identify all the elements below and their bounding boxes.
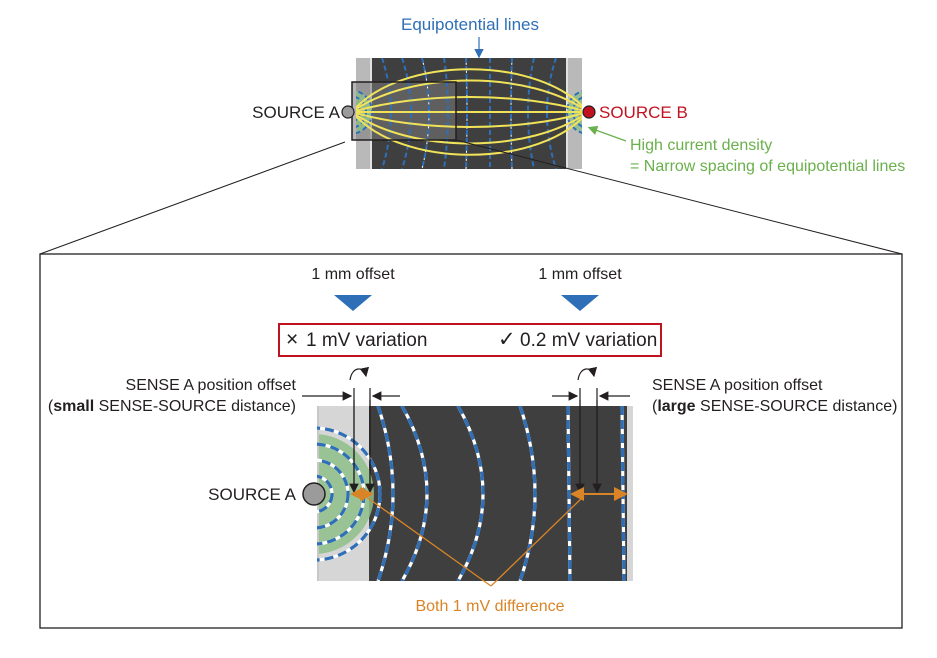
offset-dimension-left (302, 366, 400, 494)
density-pointer (587, 125, 627, 142)
source-b-label: SOURCE B (599, 103, 688, 122)
variation-box: × 1 mV variation ✓ 0.2 mV variation (278, 323, 662, 357)
sense-right-line1: SENSE A position offset (652, 377, 823, 394)
sense-left-line2: (small SENSE-SOURCE distance) (47, 398, 296, 415)
source-a-terminal-detail (302, 482, 326, 506)
equipotential-lines-label: Equipotential lines (401, 15, 539, 34)
difference-markers (350, 487, 628, 587)
check-icon: ✓ (498, 328, 516, 351)
source-a-terminal-top (341, 105, 355, 119)
cross-icon: × (286, 328, 299, 351)
offset-label-left: 1 mm offset (311, 266, 395, 283)
source-a-label-top: SOURCE A (252, 103, 340, 122)
density-label-line1: High current density (630, 137, 773, 154)
variation-bad-text: 1 mV variation (306, 330, 428, 351)
variation-good-text: 0.2 mV variation (520, 330, 658, 351)
sense-left-line1: SENSE A position offset (125, 377, 296, 394)
offset-label-right: 1 mm offset (538, 266, 622, 283)
offset-dimension-right (552, 366, 630, 494)
density-label-line2: = Narrow spacing of equipotential lines (630, 158, 906, 175)
difference-label: Both 1 mV difference (415, 598, 565, 615)
detail-frame (39, 253, 903, 629)
offset-marker-right (561, 295, 599, 311)
sense-right-line2: (large SENSE-SOURCE distance) (652, 398, 898, 415)
top-board (39, 58, 903, 255)
source-b-terminal (582, 105, 596, 119)
source-a-label-detail: SOURCE A (208, 485, 296, 504)
offset-marker-left (334, 295, 372, 311)
